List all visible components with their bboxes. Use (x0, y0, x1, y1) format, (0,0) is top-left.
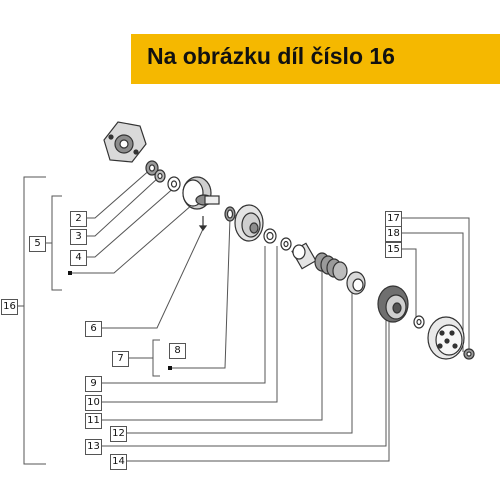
bush-part-4 (167, 176, 181, 192)
pin-part-6 (198, 216, 208, 231)
callout-12: 12 (110, 426, 127, 442)
leader-dot-7 (168, 366, 172, 370)
callout-5: 5 (29, 236, 46, 252)
callout-3: 3 (70, 229, 87, 245)
leader-15 (401, 248, 417, 322)
nut-part-17 (463, 348, 475, 360)
pulley-half-part-5 (182, 176, 220, 210)
bracket-7 (152, 339, 160, 377)
washer-part-10 (263, 228, 277, 244)
leader-6 (101, 228, 204, 329)
spacer-part (280, 237, 292, 251)
clutch-shoe-part-13 (377, 285, 409, 323)
title-banner: Na obrázku díl číslo 16 (131, 34, 500, 84)
callout-16: 16 (1, 299, 18, 315)
washer-part-2 (145, 160, 159, 176)
spring-part-12 (314, 252, 348, 281)
callout-8: 8 (169, 343, 186, 359)
leader-2 (86, 167, 153, 219)
callout-11: 11 (85, 413, 102, 429)
leader-dot5 (72, 203, 194, 274)
leader-18 (401, 232, 464, 352)
leader-11 (101, 270, 323, 421)
callout-18: 18 (385, 226, 402, 242)
leader-dot-5 (68, 271, 72, 275)
leader-4 (86, 185, 177, 258)
leader-13 (101, 290, 387, 447)
gearbox-cover-part (103, 121, 147, 163)
callout-4: 4 (70, 250, 87, 266)
callout-7: 7 (112, 351, 129, 367)
clutch-plate-part-9 (234, 204, 264, 242)
banner-title: Na obrázku díl číslo 16 (147, 43, 395, 69)
leader-10 (101, 246, 278, 403)
seal-cup-part (346, 271, 366, 295)
leader-17 (401, 217, 470, 352)
callout-17: 17 (385, 211, 402, 227)
nut-part-3 (154, 169, 166, 183)
callout-13: 13 (85, 439, 102, 455)
washer-part-14 (413, 315, 425, 329)
callout-10: 10 (85, 395, 102, 411)
ring-part-8 (224, 206, 236, 222)
bracket-16 (23, 176, 46, 465)
callout-2: 2 (70, 211, 87, 227)
leader-12 (126, 286, 353, 434)
callout-9: 9 (85, 376, 102, 392)
leader-14 (126, 300, 390, 462)
sleeve-part-11 (291, 242, 317, 270)
leader-3 (86, 177, 159, 237)
callout-6: 6 (85, 321, 102, 337)
callout-15: 15 (385, 242, 402, 258)
callout-14: 14 (110, 454, 127, 470)
leader-9 (101, 246, 266, 384)
bracket-5 (51, 195, 62, 291)
clutch-bell-part-15 (427, 316, 465, 360)
leader-8 (170, 217, 231, 369)
